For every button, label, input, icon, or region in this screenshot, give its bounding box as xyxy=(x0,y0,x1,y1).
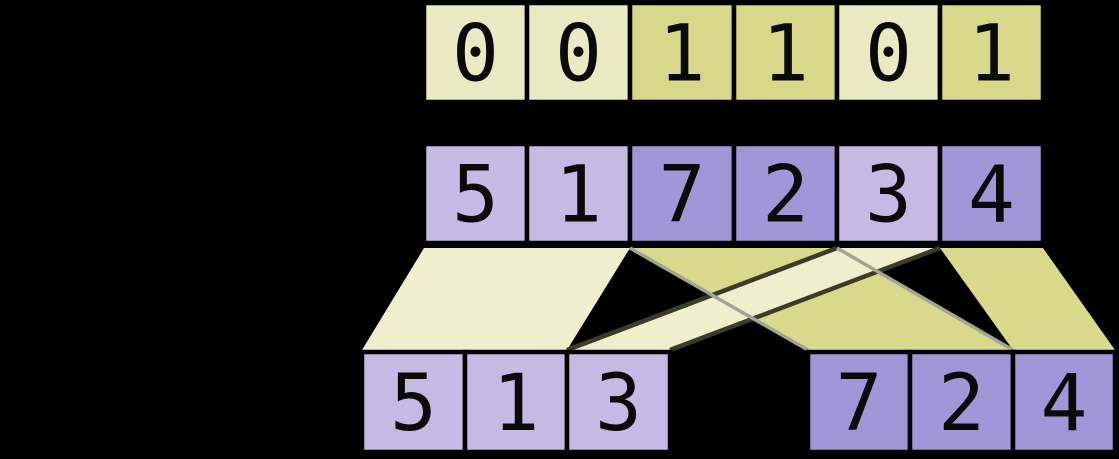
flow-band-edge-flag0-tail-left-edge xyxy=(566,245,838,353)
flow-band-flag1-head xyxy=(630,248,1013,350)
flow-band-edge-flag1-head-left-edge xyxy=(629,246,809,352)
flags-row-cell-2 xyxy=(627,0,737,105)
flow-band-flag1-tail xyxy=(940,248,1115,350)
flags-row-cell-1-value: 0 xyxy=(555,10,602,100)
output-left-row-cell-0-value: 5 xyxy=(390,359,437,449)
output-left-row-cell-0 xyxy=(359,349,468,455)
output-left-row-cell-1-value: 1 xyxy=(493,359,540,449)
values-row-cell-1-value: 1 xyxy=(555,151,602,241)
values-row-cell-2-value: 7 xyxy=(659,151,706,241)
flags-row-cell-2-value: 1 xyxy=(659,10,706,100)
flags-row-cell-0 xyxy=(421,0,530,105)
output-right-row-cell-1-value: 2 xyxy=(938,359,985,449)
output-right-row-cell-1 xyxy=(907,349,1016,455)
flags-row-cell-0-value: 0 xyxy=(452,10,499,100)
values-row-cell-5 xyxy=(937,141,1046,246)
flags-row-cell-5 xyxy=(937,0,1046,105)
flags-row-cell-5-value: 1 xyxy=(968,10,1015,100)
flow-band-edge-flag1-head-right-edge xyxy=(836,246,1014,352)
output-right-row-cell-2-value: 4 xyxy=(1041,359,1088,449)
output-right-row-cell-2 xyxy=(1010,349,1118,455)
values-row-cell-4-value: 3 xyxy=(865,151,912,241)
values-row-cell-0-value: 5 xyxy=(452,151,499,241)
flags-row-cell-3 xyxy=(731,0,840,105)
flags-row-cell-3-value: 1 xyxy=(762,10,809,100)
output-left-row-cell-2-value: 3 xyxy=(595,359,642,449)
output-right-row-cell-0-value: 7 xyxy=(836,359,883,449)
flow-band-flag0-tail xyxy=(567,248,940,350)
flow-band-flag0-head xyxy=(362,248,630,350)
flags-row-cell-4 xyxy=(834,0,943,105)
output-left-row-cell-1 xyxy=(462,349,570,455)
output-right-row-cell-0 xyxy=(805,349,913,455)
flags-row-cell-4-value: 0 xyxy=(865,10,912,100)
values-row-cell-3-value: 2 xyxy=(762,151,809,241)
values-row-cell-5-value: 4 xyxy=(968,151,1015,241)
output-left-row-cell-2 xyxy=(564,349,673,455)
values-row-cell-4 xyxy=(834,141,943,246)
flow-band-edge-flag0-tail-right-edge xyxy=(669,245,941,353)
